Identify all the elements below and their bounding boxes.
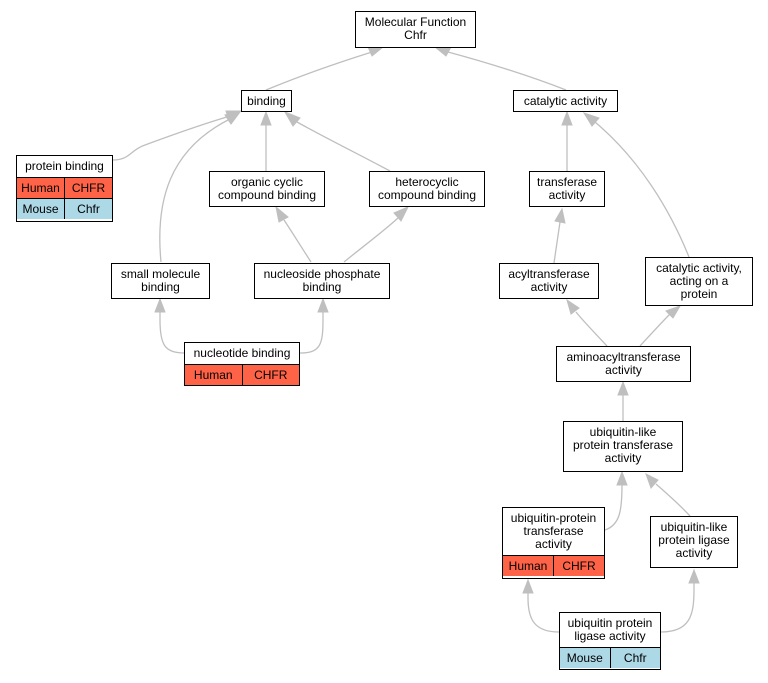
edge-ub-ligase-to-ubl-ligase: [660, 568, 700, 633]
edge-aminoacyl-to-acting-on-protein: [639, 305, 682, 347]
edge-nucleoside-to-organic-cyclic: [275, 205, 312, 263]
node-nucleoside-phosphate-binding[interactable]: nucleoside phosphate binding: [254, 263, 390, 299]
node-ubiquitin-protein-transferase-activity[interactable]: ubiquitin-protein transferase activity H…: [502, 507, 605, 579]
species-cell: Human: [17, 178, 64, 198]
species-row-human: Human CHFR: [503, 555, 604, 576]
gene-cell: Chfr: [609, 648, 660, 668]
edge-binding-to-molecular-function: [265, 46, 385, 91]
species-cell: Human: [503, 556, 553, 576]
edge-ub-ligase-to-ub-protein-transferase: [522, 578, 560, 633]
gene-cell: CHFR: [241, 365, 299, 385]
edge-nucleoside-to-heterocyclic: [343, 206, 410, 263]
gene-cell: CHFR: [553, 556, 604, 576]
node-label: small molecule binding: [120, 267, 201, 294]
species-cell: Mouse: [17, 199, 64, 219]
edge-heterocyclic-to-binding: [283, 111, 391, 172]
node-binding[interactable]: binding: [241, 90, 292, 112]
edge-aminoacyl-to-acyltransferase: [566, 298, 608, 347]
node-label: organic cyclic compound binding: [217, 175, 317, 202]
edge-ubl-transferase-to-aminoacyl: [617, 380, 629, 421]
node-label: Molecular Function Chfr: [364, 15, 467, 42]
node-ubiquitin-like-protein-transferase-activity[interactable]: ubiquitin-like protein transferase activ…: [563, 421, 683, 472]
edge-acting-on-protein-to-catalytic: [582, 112, 690, 258]
edge-catalytic-to-molecular-function: [433, 46, 567, 91]
species-cell: Human: [185, 365, 242, 385]
node-label: ubiquitin-like protein transferase activ…: [572, 425, 674, 465]
edge-ub-protein-transferase-to-ubl-transferase: [604, 470, 628, 531]
node-label: ubiquitin-protein transferase activity: [510, 511, 597, 551]
gene-cell: CHFR: [64, 178, 112, 198]
node-label: ubiquitin protein ligase activity: [567, 616, 653, 643]
node-ubiquitin-like-protein-ligase-activity[interactable]: ubiquitin-like protein ligase activity: [650, 516, 738, 568]
species-row-human: Human CHFR: [17, 177, 112, 198]
edge-transferase-to-catalytic: [561, 110, 573, 171]
node-label: acyltransferase activity: [508, 267, 590, 294]
node-heterocyclic-compound-binding[interactable]: heterocyclic compound binding: [369, 171, 485, 207]
node-label: binding: [247, 94, 286, 108]
node-ubiquitin-protein-ligase-activity[interactable]: ubiquitin protein ligase activity Mouse …: [559, 612, 661, 670]
node-protein-binding[interactable]: protein binding Human CHFR Mouse Chfr: [16, 155, 113, 222]
edge-organic-cyclic-to-binding: [260, 110, 272, 171]
edge-small-molecule-to-binding: [159, 111, 242, 263]
node-molecular-function[interactable]: Molecular Function Chfr: [355, 11, 476, 48]
species-row-human: Human CHFR: [185, 364, 299, 385]
node-label: nucleotide binding: [193, 346, 291, 360]
edge-nucleotide-to-small-molecule: [154, 297, 185, 354]
species-cell: Mouse: [560, 648, 610, 668]
species-row-mouse: Mouse Chfr: [560, 647, 660, 668]
edge-nucleotide-to-nucleoside: [299, 297, 329, 354]
node-aminoacyltransferase-activity[interactable]: aminoacyltransferase activity: [556, 346, 691, 382]
edge-protein-binding-to-binding: [112, 110, 243, 161]
node-organic-cyclic-compound-binding[interactable]: organic cyclic compound binding: [209, 171, 325, 207]
species-row-mouse: Mouse Chfr: [17, 198, 112, 219]
node-label: ubiquitin-like protein ligase activity: [658, 520, 730, 560]
node-transferase-activity[interactable]: transferase activity: [529, 171, 605, 207]
node-label: nucleoside phosphate binding: [263, 267, 381, 294]
edge-acyltransferase-to-transferase: [553, 207, 566, 264]
node-label: catalytic activity, acting on a protein: [656, 261, 742, 301]
node-label: heterocyclic compound binding: [377, 175, 477, 202]
node-label: catalytic activity: [523, 94, 608, 108]
node-label: protein binding: [25, 159, 104, 173]
node-label: aminoacyltransferase activity: [566, 350, 681, 377]
node-catalytic-activity-acting-on-protein[interactable]: catalytic activity, acting on a protein: [645, 257, 753, 306]
node-nucleotide-binding[interactable]: nucleotide binding Human CHFR: [184, 342, 300, 386]
node-label: transferase activity: [536, 175, 598, 202]
gene-cell: Chfr: [64, 199, 112, 219]
node-acyltransferase-activity[interactable]: acyltransferase activity: [499, 263, 599, 299]
edge-ubl-ligase-to-ubl-transferase: [645, 472, 691, 517]
node-catalytic-activity[interactable]: catalytic activity: [513, 90, 618, 112]
node-small-molecule-binding[interactable]: small molecule binding: [111, 263, 210, 299]
